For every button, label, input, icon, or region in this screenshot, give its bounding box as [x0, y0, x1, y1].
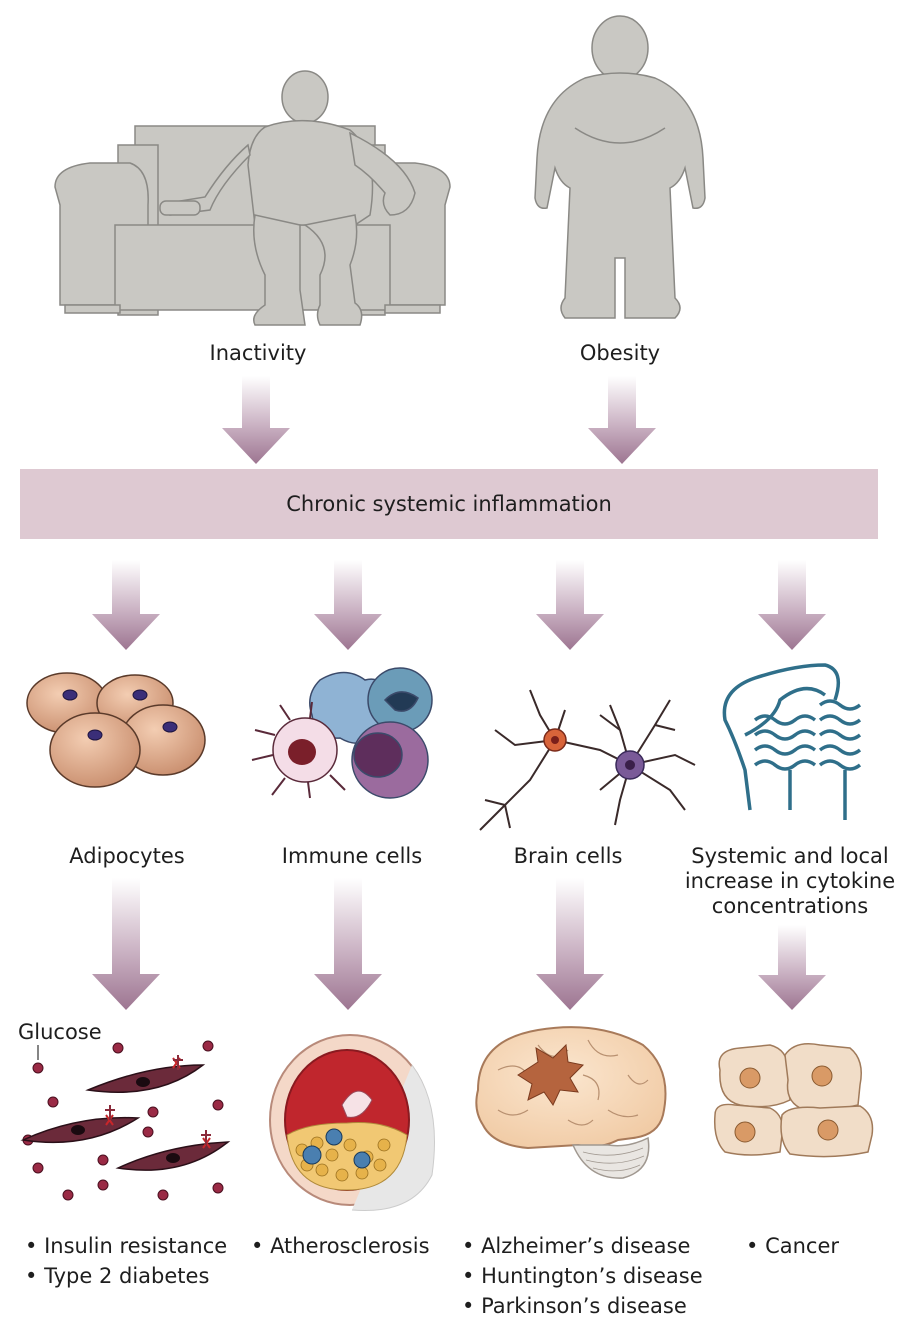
arrow-down-icon: [536, 560, 604, 650]
outcome-item: Cancer: [746, 1231, 839, 1261]
brain-cells-label: Brain cells: [513, 844, 623, 868]
arrow-down-icon: [314, 878, 382, 1010]
immune-cells-illustration: [251, 667, 433, 799]
chronic-inflammation-banner: Chronic systemic inflammation: [20, 469, 878, 539]
glucose-label: Glucose: [18, 1020, 102, 1044]
outcome-item: Alzheimer’s disease: [462, 1231, 703, 1261]
col1-outcomes-list: Insulin resistance Type 2 diabetes: [25, 1231, 227, 1291]
cytokine-label-line: Systemic and local: [691, 844, 889, 868]
outcome-item: Insulin resistance: [25, 1231, 227, 1261]
inactivity-label: Inactivity: [209, 341, 307, 365]
cytokine-label: Systemic and local increase in cytokine …: [682, 844, 898, 919]
outcome-item: Type 2 diabetes: [25, 1261, 227, 1291]
obesity-label: Obesity: [579, 341, 661, 365]
adipocytes-illustration: [26, 672, 206, 788]
adipocytes-label: Adipocytes: [69, 844, 185, 868]
col3-outcomes-list: Alzheimer’s disease Huntington’s disease…: [462, 1231, 703, 1321]
col2-outcomes-list: Atherosclerosis: [251, 1231, 429, 1261]
couch-illustration: [54, 70, 451, 326]
outcome-item: Huntington’s disease: [462, 1261, 703, 1291]
arrow-down-icon: [222, 376, 290, 464]
muscle-cells-glucose-illustration: [20, 1040, 231, 1201]
arrow-down-icon: [92, 878, 160, 1010]
arrow-down-icon: [92, 560, 160, 650]
outcome-item: Parkinson’s disease: [462, 1291, 703, 1321]
arrow-down-icon: [758, 925, 826, 1010]
obese-figure-illustration: [534, 15, 706, 319]
arrow-down-icon: [314, 560, 382, 650]
cytokine-label-line: concentrations: [711, 894, 869, 918]
col4-outcomes-list: Cancer: [746, 1231, 839, 1261]
immune-cells-label: Immune cells: [281, 844, 423, 868]
arrow-down-icon: [588, 376, 656, 464]
artery-illustration: [269, 1034, 435, 1212]
brain-cells-illustration: [479, 689, 696, 831]
brain-illustration: [475, 1026, 667, 1179]
cytokine-protein-illustration: [722, 663, 862, 820]
arrow-down-icon: [536, 878, 604, 1010]
cancer-cells-illustration: [713, 1043, 874, 1158]
banner-text: Chronic systemic inflammation: [286, 492, 612, 516]
outcome-item: Atherosclerosis: [251, 1231, 429, 1261]
arrow-down-icon: [758, 560, 826, 650]
cytokine-label-line: increase in cytokine: [684, 869, 896, 893]
